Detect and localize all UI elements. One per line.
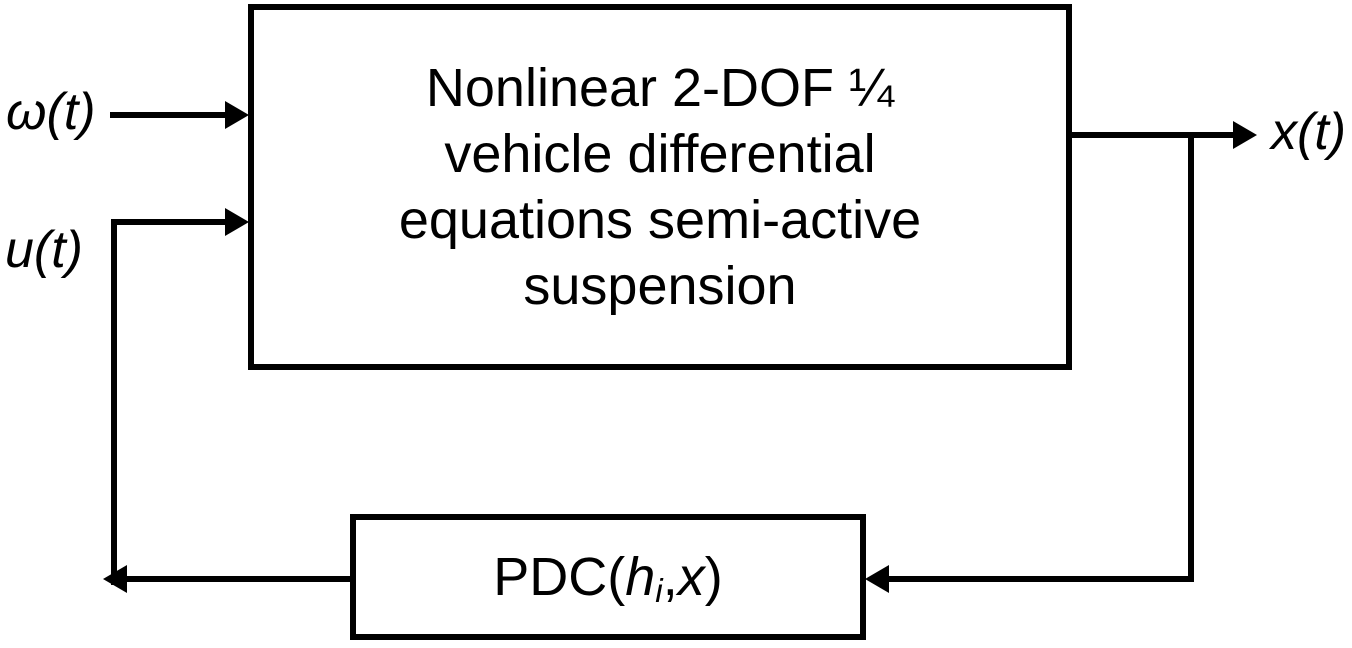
pdc-label-var-x: x [677,547,705,607]
control-input-wire-horizontal [111,219,227,225]
pdc-label-subscript-i: i [655,573,663,611]
plant-block-label: Nonlinear 2-DOF ¼ vehicle differential e… [399,55,921,319]
disturbance-input-wire [110,112,227,118]
state-output-label: x(t) [1271,103,1347,161]
plant-label-line-1: Nonlinear 2-DOF ¼ [425,58,895,118]
plant-label-line-2: vehicle differential [444,124,876,184]
state-output-wire [1070,132,1235,138]
control-input-label: u(t) [5,221,83,279]
pdc-label-separator: , [662,547,678,607]
plant-block: Nonlinear 2-DOF ¼ vehicle differential e… [248,4,1072,370]
plant-label-line-4: suspension [523,256,797,316]
plant-label-line-3: equations semi-active [398,190,922,250]
feedback-corner-arrowhead-icon [103,565,127,593]
pdc-input-arrowhead-icon [865,565,889,593]
disturbance-arrowhead-icon [225,101,249,129]
output-to-pdc-wire [889,576,1194,582]
control-input-arrowhead-icon [225,208,249,236]
output-branch-wire-vertical [1188,132,1194,582]
pdc-label-prefix: PDC( [493,547,626,607]
disturbance-input-label: ω(t) [6,83,96,141]
pdc-label-suffix: ) [704,547,723,607]
state-output-arrowhead-icon [1233,121,1257,149]
control-input-wire-vertical [111,219,117,585]
feedback-wire-to-control-input [111,576,350,582]
pdc-block-label: PDC(hi,x) [493,547,723,609]
pdc-label-var-h: h [625,547,656,607]
pdc-controller-block: PDC(hi,x) [350,514,866,640]
